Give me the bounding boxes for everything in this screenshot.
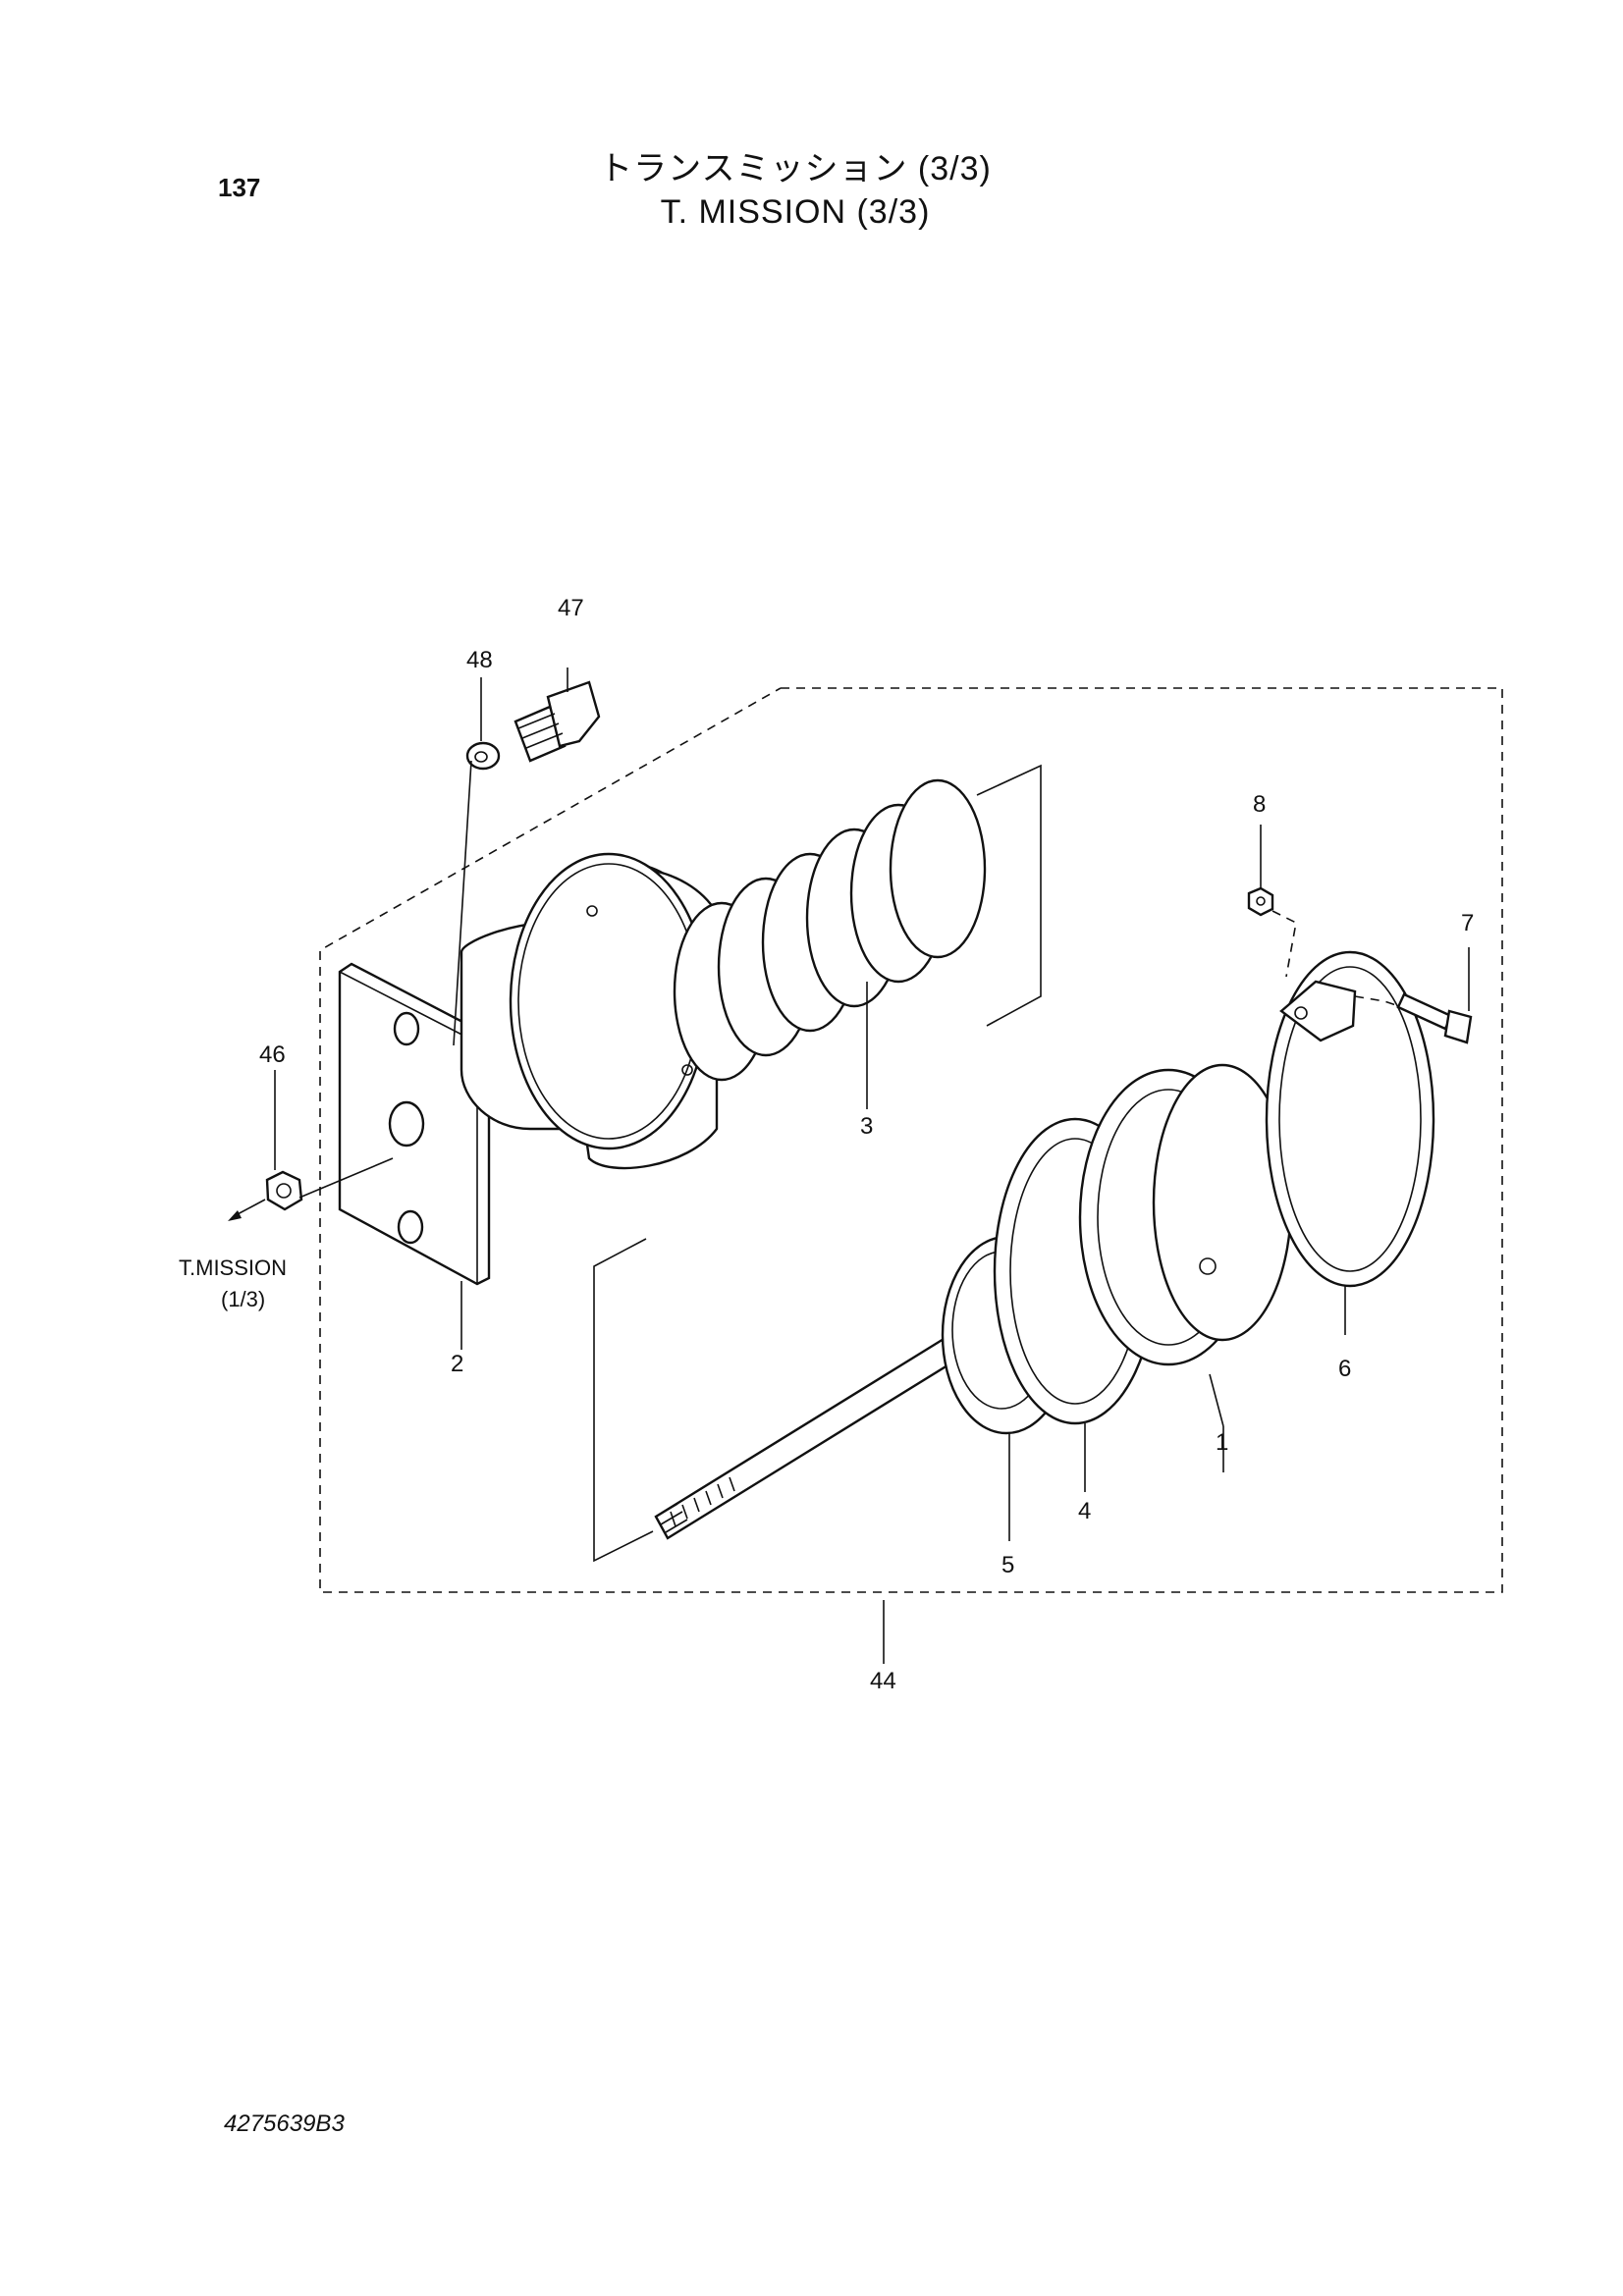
callout-5: 5 [1001,1552,1014,1578]
part-8-nut [1247,886,1274,917]
leader-lines [228,667,1470,1664]
callout-48: 48 [466,647,493,673]
callout-47: 47 [558,595,584,621]
part-3-spring [673,778,987,1082]
part-46-nut [265,1170,303,1211]
spring-bracket [976,764,1042,1027]
part-6-clamp-band [1265,950,1435,1288]
callout-3: 3 [860,1113,873,1140]
part-7-screw [1396,992,1473,1044]
housing [460,852,729,1170]
part-48-washer [465,741,501,771]
callout-4: 4 [1078,1498,1091,1524]
callout-1: 1 [1216,1429,1228,1456]
part-1-diaphragm [1078,1063,1293,1366]
reference-label: T.MISSION [179,1255,287,1280]
part-47-bolt [514,680,601,763]
document-number: 4275639B3 [224,2110,345,2137]
assembly-boundary [319,687,1503,1593]
callout-6: 6 [1338,1356,1351,1382]
shaft-bracket [593,1238,654,1563]
page-title-block: トランスミッション (3/3) T. MISSION (3/3) [550,147,1041,234]
reference-page: (1/3) [221,1287,265,1311]
title-english: T. MISSION (3/3) [660,193,931,231]
callout-2: 2 [451,1351,463,1377]
title-japanese: トランスミッション (3/3) [599,150,992,187]
callout-44: 44 [870,1668,896,1694]
callout-7: 7 [1461,910,1474,936]
page-number: 137 [218,173,261,202]
callout-8: 8 [1253,791,1266,818]
callout-46: 46 [259,1041,286,1068]
